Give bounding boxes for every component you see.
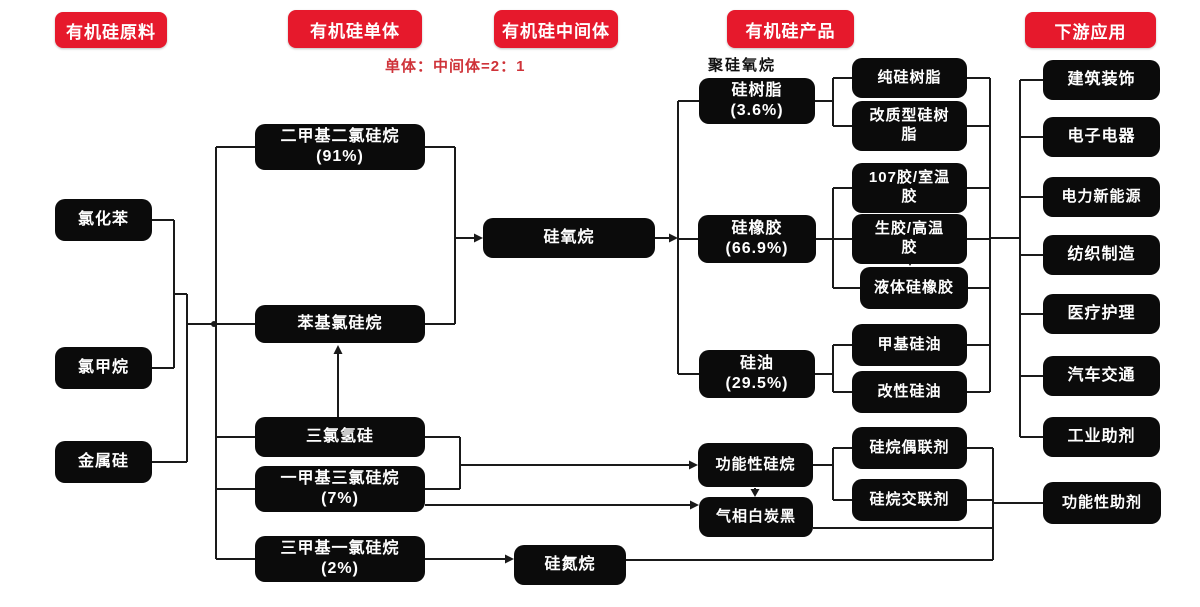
node-label: 电子电器 xyxy=(1067,128,1136,145)
node-label: 三氯氢硅 xyxy=(305,428,374,445)
node-label: 胶 xyxy=(901,239,918,256)
node-fumed-silica: 气相白炭黑 xyxy=(699,497,813,537)
node-label: 电力新能源 xyxy=(1061,187,1142,205)
node-label: 建筑装饰 xyxy=(1067,71,1136,88)
node-label: 硅橡胶 xyxy=(731,220,783,237)
node-label: 液体硅橡胶 xyxy=(873,278,954,296)
node-label: 胶 xyxy=(901,188,918,205)
node-trimethylchlorosilane: 三甲基一氯硅烷 (2%) xyxy=(255,536,425,582)
node-label: 改质型硅树 xyxy=(869,107,950,125)
node-label: 硅烷偶联剂 xyxy=(869,438,950,456)
node-percentage: (91%) xyxy=(316,148,364,165)
node-label: 金属硅 xyxy=(77,453,129,470)
node-methyl-silicone-oil: 甲基硅油 xyxy=(852,324,967,366)
polysiloxane-label: 聚硅氧烷 xyxy=(708,57,777,74)
node-label: 纯硅树脂 xyxy=(877,68,942,86)
connectors xyxy=(152,77,1043,561)
node-label: 改性硅油 xyxy=(877,382,942,400)
node-modified-silicone-oil: 改性硅油 xyxy=(852,371,967,413)
node-label: 107胶/室温 xyxy=(868,169,951,187)
node-label: 脂 xyxy=(901,126,918,143)
node-percentage: (7%) xyxy=(321,490,359,507)
header-monomers: 有机硅单体 xyxy=(288,10,422,48)
node-silicone-resin: 硅树脂 (3.6%) xyxy=(699,78,815,124)
node-chloromethane: 氯甲烷 xyxy=(55,347,152,389)
node-dimethyldichlorosilane: 二甲基二氯硅烷 (91%) xyxy=(255,124,425,170)
node-label: 氯化苯 xyxy=(77,211,129,228)
node-silazane: 硅氮烷 xyxy=(514,545,626,585)
header-label: 有机硅单体 xyxy=(310,21,400,41)
node-app-automotive: 汽车交通 xyxy=(1043,356,1160,396)
header-products: 有机硅产品 xyxy=(727,10,854,48)
node-label: 硅油 xyxy=(739,355,774,372)
header-label: 有机硅产品 xyxy=(745,21,836,41)
node-silicone-oil: 硅油 (29.5%) xyxy=(699,350,815,398)
node-app-industrial-additives: 工业助剂 xyxy=(1043,417,1160,457)
node-app-electronics: 电子电器 xyxy=(1043,117,1160,157)
node-methyltrichlorosilane: 一甲基三氯硅烷 (7%) xyxy=(255,466,425,512)
node-phenylchlorosilane: 苯基氯硅烷 xyxy=(255,305,425,343)
node-label: 硅氮烷 xyxy=(544,556,596,573)
ratio-note: 单体：中间体=2：1 xyxy=(385,58,526,75)
node-silicone-rubber: 硅橡胶 (66.9%) xyxy=(698,215,816,263)
node-label: 气相白炭黑 xyxy=(715,507,796,525)
node-label: 生胶/高温 xyxy=(874,220,945,238)
header-label: 有机硅中间体 xyxy=(502,21,610,41)
node-label: 二甲基二氯硅烷 xyxy=(280,128,400,145)
header-downstream: 下游应用 xyxy=(1025,12,1156,48)
node-label: 一甲基三氯硅烷 xyxy=(280,470,400,487)
node-percentage: (2%) xyxy=(321,560,359,577)
node-label: 硅树脂 xyxy=(731,82,783,99)
node-app-power-new-energy: 电力新能源 xyxy=(1043,177,1160,217)
node-label: 硅氧烷 xyxy=(543,229,595,246)
node-label: 功能性助剂 xyxy=(1061,493,1142,511)
node-trichlorosilane: 三氯氢硅 xyxy=(255,417,425,457)
node-label: 功能性硅烷 xyxy=(715,455,796,473)
node-silicon-metal: 金属硅 xyxy=(55,441,152,483)
node-modified-silicone-resin: 改质型硅树 脂 xyxy=(852,101,967,151)
node-label: 苯基氯硅烷 xyxy=(297,315,383,332)
node-label: 氯甲烷 xyxy=(77,359,129,376)
node-percentage: (3.6%) xyxy=(730,102,784,119)
header-intermediates: 有机硅中间体 xyxy=(494,10,618,48)
header-label: 有机硅原料 xyxy=(66,22,156,42)
node-raw-htv-glue: 生胶/高温 胶 xyxy=(852,214,967,264)
node-app-textile: 纺织制造 xyxy=(1043,235,1160,275)
node-label: 汽车交通 xyxy=(1067,367,1136,384)
node-app-medical: 医疗护理 xyxy=(1043,294,1160,334)
node-107-rtv-glue: 107胶/室温 胶 xyxy=(852,163,967,213)
node-label: 工业助剂 xyxy=(1067,428,1136,445)
node-percentage: (66.9%) xyxy=(725,240,789,257)
node-silane-coupling-agent: 硅烷偶联剂 xyxy=(852,427,967,469)
node-siloxane: 硅氧烷 xyxy=(483,218,655,258)
header-label: 下游应用 xyxy=(1054,22,1127,42)
header-raw-materials: 有机硅原料 xyxy=(55,12,167,48)
node-liquid-silicone-rubber: 液体硅橡胶 xyxy=(860,267,968,309)
node-label: 医疗护理 xyxy=(1067,305,1136,322)
node-label: 三甲基一氯硅烷 xyxy=(280,540,400,557)
node-functional-additives: 功能性助剂 xyxy=(1043,482,1161,524)
node-label: 纺织制造 xyxy=(1067,246,1136,263)
node-label: 硅烷交联剂 xyxy=(869,490,950,508)
node-app-construction: 建筑装饰 xyxy=(1043,60,1160,100)
node-silane-crosslinking-agent: 硅烷交联剂 xyxy=(852,479,967,521)
node-pure-silicone-resin: 纯硅树脂 xyxy=(852,58,967,98)
node-label: 甲基硅油 xyxy=(877,335,942,353)
node-functional-silane: 功能性硅烷 xyxy=(698,443,813,487)
node-percentage: (29.5%) xyxy=(725,375,789,392)
node-chlorobenzene: 氯化苯 xyxy=(55,199,152,241)
